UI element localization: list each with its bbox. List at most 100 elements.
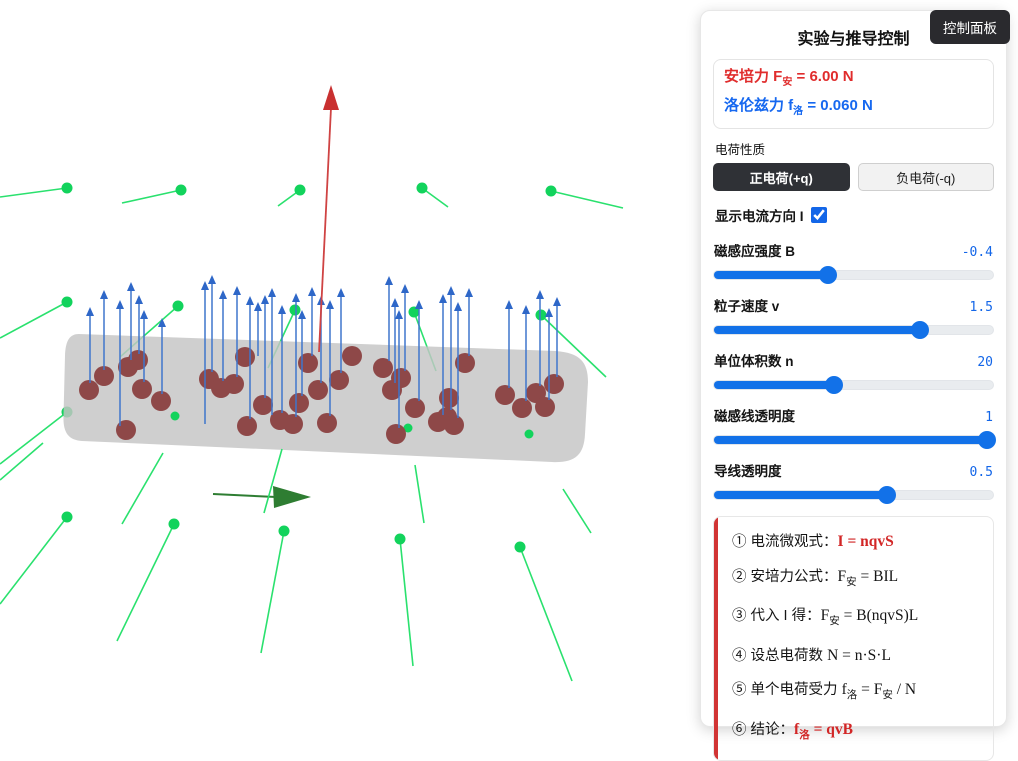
slider-label-density-n: 单位体积数 n xyxy=(714,354,794,369)
slider-track-magnetic-field-b[interactable] xyxy=(713,266,994,284)
lorentz-arrow-head xyxy=(505,300,513,309)
field-line xyxy=(260,530,285,654)
ampere-force-readout: 安培力 F安 = 6.00 N xyxy=(724,68,854,88)
charge-particle xyxy=(544,374,564,394)
charge-particle xyxy=(373,358,393,378)
lorentz-arrow-head xyxy=(308,287,316,296)
charge-particle xyxy=(79,380,99,400)
slider-thumb-fieldline-opacity[interactable] xyxy=(978,431,997,449)
charge-particle xyxy=(94,366,114,386)
lorentz-arrow-head xyxy=(158,318,166,327)
field-line-arrowhead-dot xyxy=(394,533,406,545)
field-line-arrowhead-dot xyxy=(175,184,187,196)
charge-particle xyxy=(405,398,425,418)
lorentz-arrow-head xyxy=(292,293,300,302)
slider-label-fieldline-opacity: 磁感线透明度 xyxy=(714,409,795,424)
lorentz-arrow-head xyxy=(278,305,286,314)
current-direction-checkbox[interactable] xyxy=(810,207,827,223)
slider-track-density-n[interactable] xyxy=(713,376,994,394)
lorentz-arrow-head xyxy=(268,288,276,297)
field-dot-on-wire xyxy=(524,429,534,439)
slider-fill-fieldline-opacity xyxy=(714,436,988,444)
slider-fill-particle-speed-v xyxy=(714,326,921,334)
positive-charge-button[interactable]: 正电荷(+q) xyxy=(713,163,850,191)
charge-particle xyxy=(128,350,148,370)
field-line xyxy=(562,488,592,534)
field-line xyxy=(550,190,624,209)
current-direction-arrow-line xyxy=(212,493,277,498)
lorentz-arrow-head xyxy=(127,282,135,291)
control-panel-toggle-button[interactable]: 控制面板 xyxy=(930,10,1010,44)
lorentz-arrow-head xyxy=(536,290,544,299)
derivation-accent-bar xyxy=(714,517,718,761)
charge-particle xyxy=(342,346,362,366)
slider-thumb-magnetic-field-b[interactable] xyxy=(819,266,838,284)
charge-particle xyxy=(237,416,257,436)
field-line-arrowhead-dot xyxy=(408,306,420,318)
charge-particle xyxy=(235,347,255,367)
field-line xyxy=(0,442,44,481)
lorentz-arrow-head xyxy=(261,295,269,304)
lorentz-arrow-head xyxy=(385,276,393,285)
slider-thumb-density-n[interactable] xyxy=(824,376,843,394)
slider-fill-density-n xyxy=(714,381,834,389)
slider-particle-speed-v: 粒子速度 v 1.5 xyxy=(713,295,994,339)
current-direction-label: 显示电流方向 I xyxy=(715,209,804,224)
lorentz-arrow-head xyxy=(219,290,227,299)
slider-magnetic-field-b: 磁感应强度 B -0.4 xyxy=(713,240,994,284)
charge-particle xyxy=(455,353,475,373)
charge-particle xyxy=(386,424,406,444)
field-line-arrowhead-dot xyxy=(278,525,290,537)
slider-label-particle-speed-v: 粒子速度 v xyxy=(714,299,780,314)
lorentz-arrow-head xyxy=(86,307,94,316)
slider-track-particle-speed-v[interactable] xyxy=(713,321,994,339)
field-line-arrowhead-dot xyxy=(535,309,547,321)
charge-particle xyxy=(391,368,411,388)
lorentz-arrow-head xyxy=(395,310,403,319)
derivation-step-2: ② 安培力公式：F安 = BIL xyxy=(732,567,899,588)
lorentz-arrow-head xyxy=(415,300,423,309)
field-dot-on-wire xyxy=(403,423,413,433)
slider-thumb-particle-speed-v[interactable] xyxy=(911,321,930,339)
current-direction-row: 显示电流方向 I xyxy=(715,205,992,225)
charge-particle xyxy=(116,420,136,440)
field-line-arrowhead-dot xyxy=(61,296,73,308)
field-line-arrowhead-dot xyxy=(61,511,73,523)
charge-particle xyxy=(495,385,515,405)
field-line-arrowhead-dot xyxy=(545,185,557,197)
lorentz-arrow-head xyxy=(116,300,124,309)
field-line xyxy=(121,189,182,204)
slider-thumb-wire-opacity[interactable] xyxy=(877,486,896,504)
charge-particle xyxy=(512,398,532,418)
field-line-arrowhead-dot xyxy=(168,518,180,530)
lorentz-arrow-head xyxy=(100,290,108,299)
charge-particle xyxy=(132,379,152,399)
field-dot-on-wire xyxy=(170,411,180,421)
field-line xyxy=(263,448,283,514)
lorentz-arrow-head xyxy=(326,300,334,309)
field-line xyxy=(399,538,414,667)
charge-particle xyxy=(308,380,328,400)
slider-label-magnetic-field-b: 磁感应强度 B xyxy=(714,244,795,259)
charge-particle xyxy=(317,413,337,433)
derivation-step-3: ③ 代入 I 得：F安 = B(nqvS)L xyxy=(732,607,919,628)
ampere-force-arrow-head xyxy=(323,85,339,110)
slider-value-magnetic-field-b: -0.4 xyxy=(961,245,993,260)
slider-track-fieldline-opacity[interactable] xyxy=(713,431,997,449)
charge-particle xyxy=(253,395,273,415)
current-direction-arrow-head xyxy=(273,486,311,508)
slider-track-wire-opacity[interactable] xyxy=(713,486,994,504)
simulation-viewport[interactable] xyxy=(0,0,700,748)
slider-fill-magnetic-field-b xyxy=(714,271,829,279)
lorentz-arrow-head xyxy=(233,286,241,295)
slider-value-particle-speed-v: 1.5 xyxy=(969,300,993,315)
field-line-arrowhead-dot xyxy=(294,184,306,196)
slider-label-wire-opacity: 导线透明度 xyxy=(714,464,782,479)
field-line xyxy=(0,411,68,465)
negative-charge-button[interactable]: 负电荷(-q) xyxy=(857,163,994,191)
